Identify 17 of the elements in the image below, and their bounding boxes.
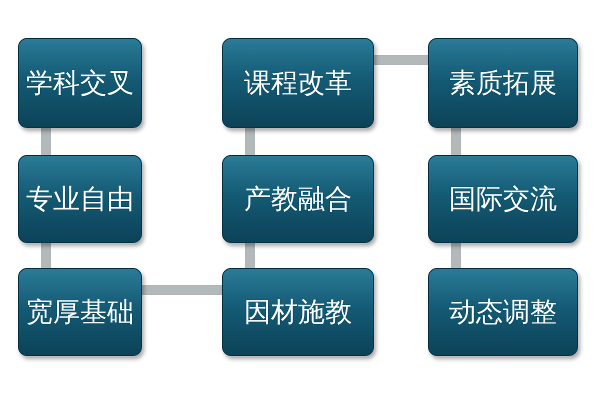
process-box: 宽厚基础 — [18, 268, 142, 356]
process-box: 产教融合 — [222, 155, 374, 243]
process-box: 素质拓展 — [428, 38, 578, 128]
process-box: 动态调整 — [428, 268, 578, 356]
process-box: 学科交叉 — [18, 38, 142, 128]
connector-bar — [41, 243, 51, 268]
connector-bar — [245, 243, 255, 268]
process-box: 因材施教 — [222, 268, 374, 356]
connector-bar — [451, 128, 461, 155]
connector-bar — [245, 128, 255, 155]
process-box: 国际交流 — [428, 155, 578, 243]
connector-bar — [451, 243, 461, 268]
process-box: 课程改革 — [222, 38, 374, 128]
connector-bar — [374, 55, 428, 65]
connector-bar — [142, 285, 222, 295]
process-box: 专业自由 — [18, 155, 142, 243]
connector-bar — [41, 128, 51, 155]
